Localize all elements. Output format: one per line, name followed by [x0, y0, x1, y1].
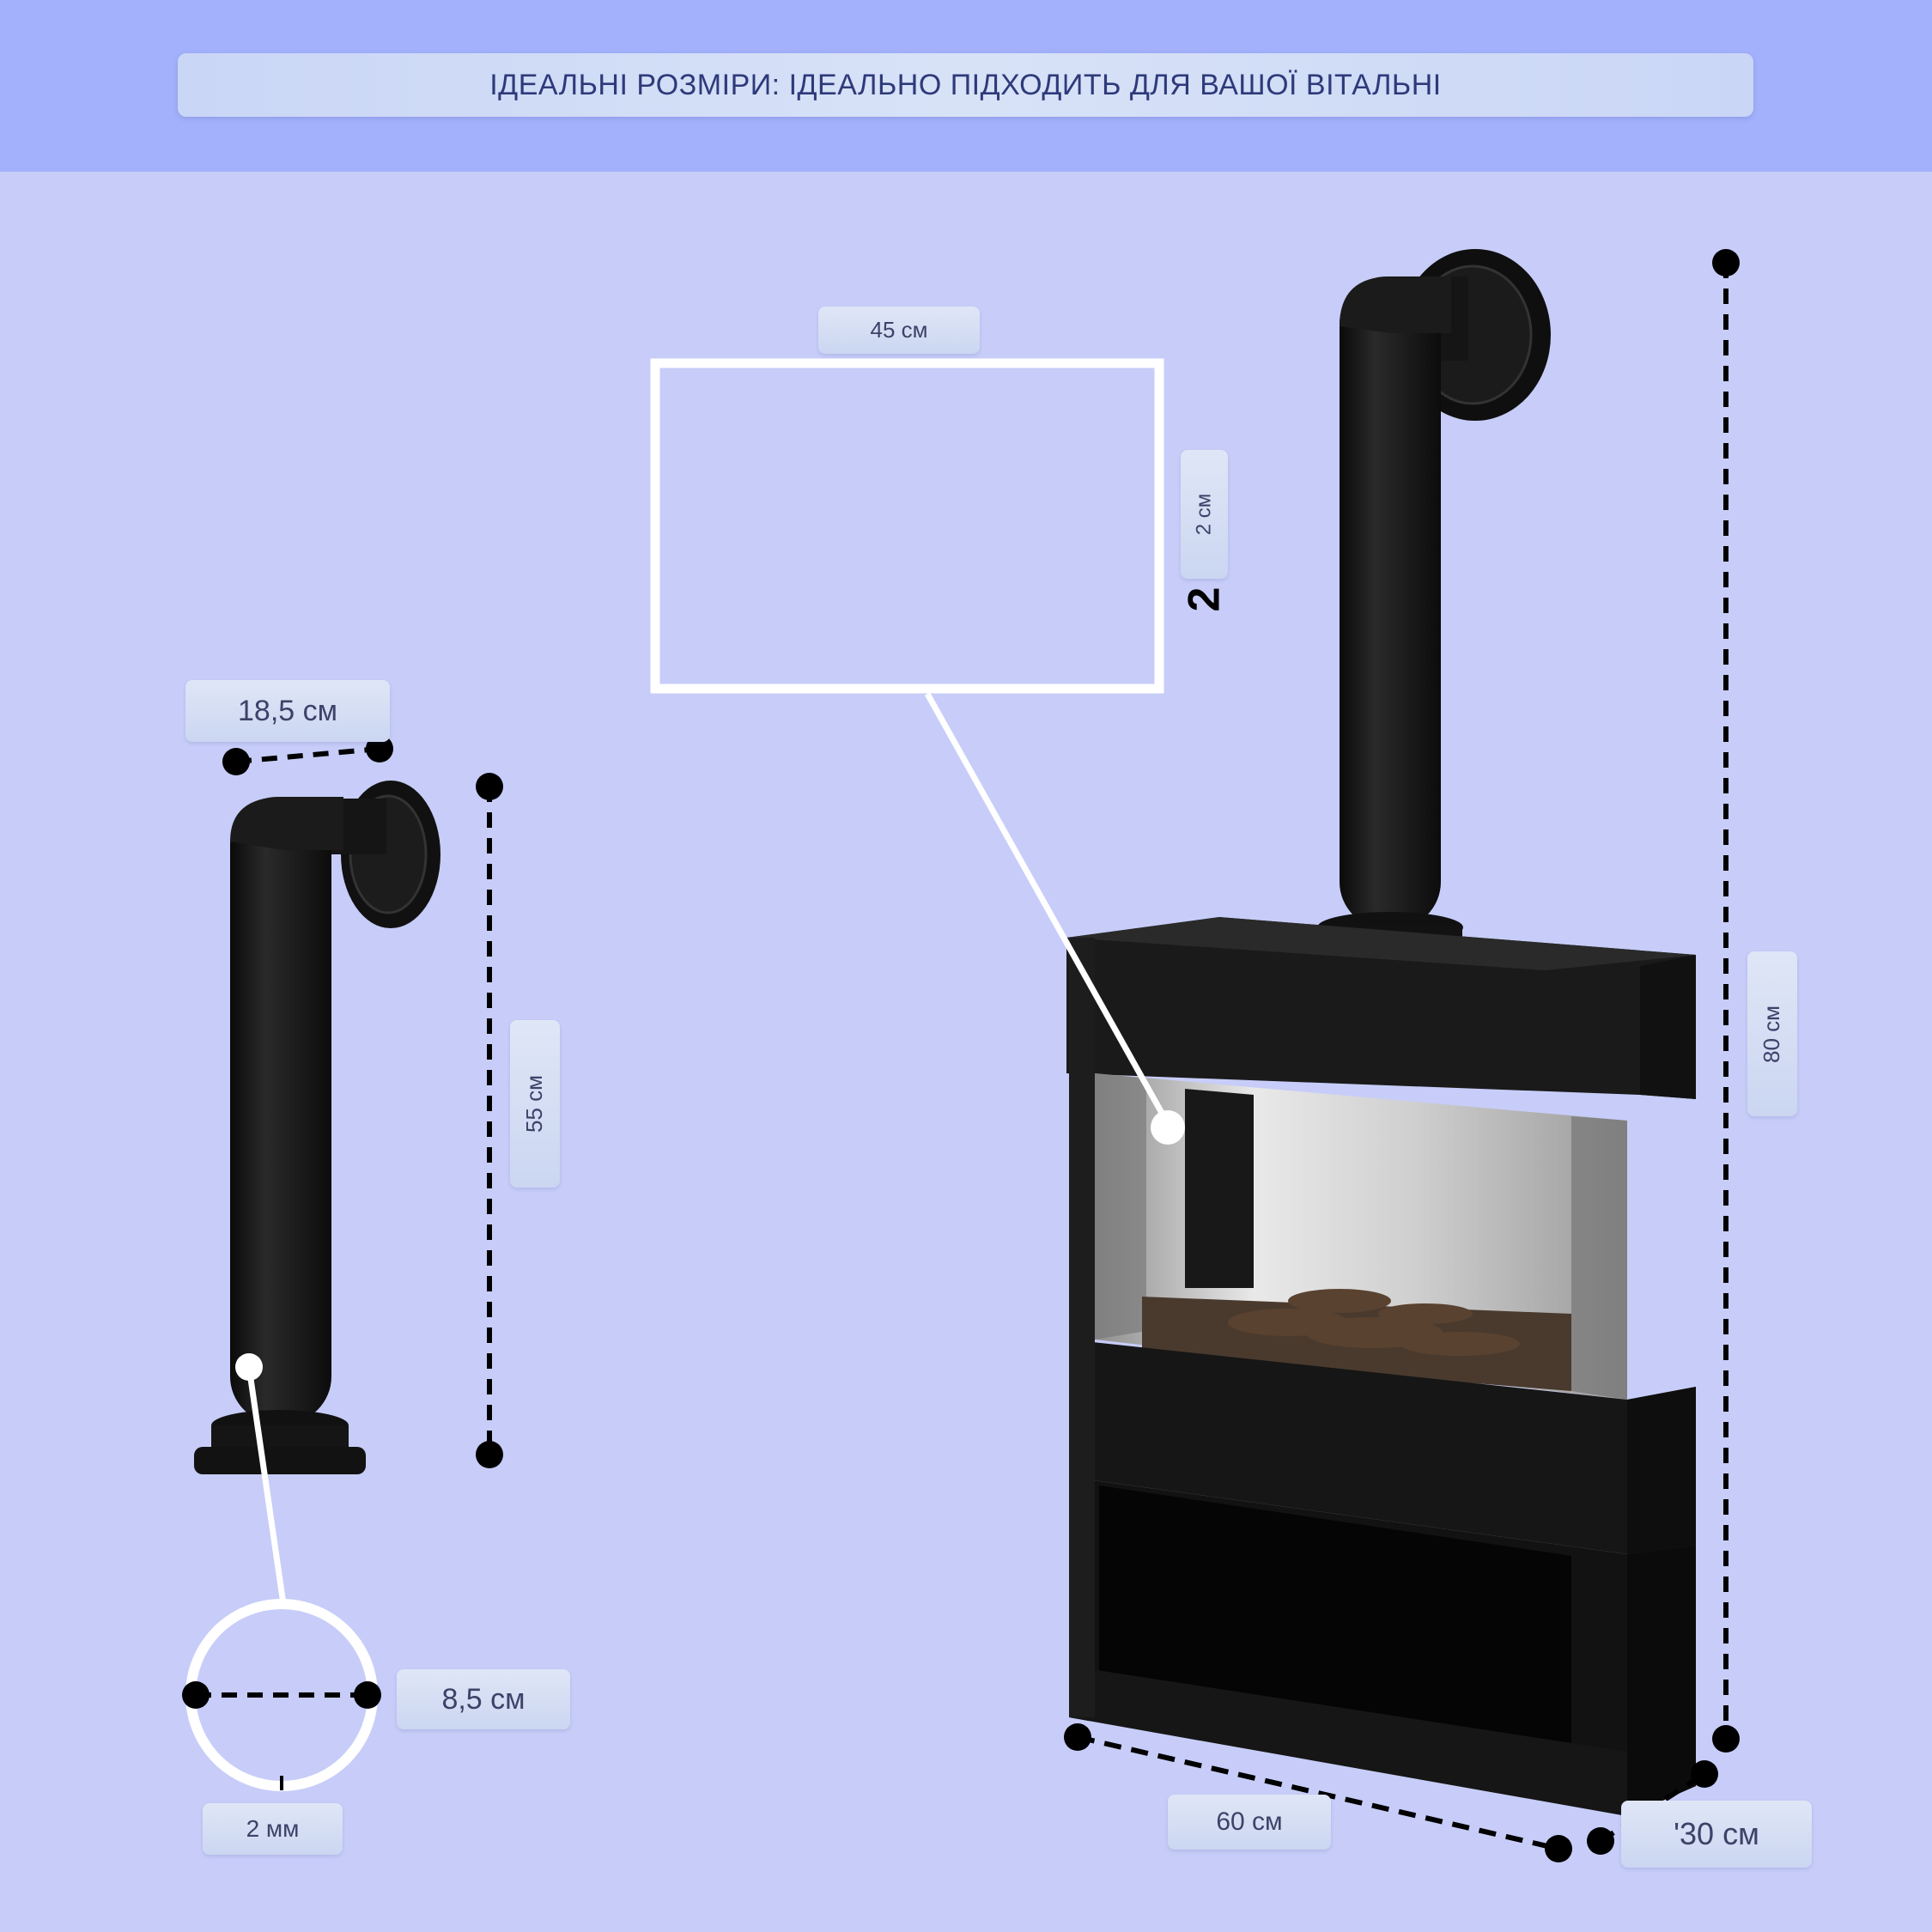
- fireplace-illustration: [1066, 249, 1696, 1816]
- screen-depth-label: 2 см: [1181, 450, 1228, 579]
- page-title-banner: ІДЕАЛЬНІ РОЗМІРИ: ІДЕАЛЬНО ПІДХОДИТЬ ДЛЯ…: [178, 53, 1753, 117]
- fireplace-width-label: 60 см: [1168, 1795, 1331, 1850]
- pipe-height-dimension-line: [476, 773, 503, 1468]
- chimney-pipe-illustration: [194, 781, 440, 1474]
- pipe-diameter-label: 8,5 см: [397, 1669, 570, 1729]
- screen-depth-marker: 2: [1178, 586, 1229, 612]
- screen-width-label: 45 см: [818, 307, 980, 354]
- screen-callout: [650, 358, 1185, 1145]
- pipe-height-label: 55 см: [510, 1020, 560, 1188]
- fireplace-depth-label: '30 см: [1621, 1801, 1812, 1868]
- firewood-logs: [1228, 1289, 1520, 1356]
- pipe-width-label: 18,5 см: [185, 680, 390, 742]
- fireplace-height-label: 80 см: [1747, 951, 1797, 1116]
- wall-thickness-label: 2 мм: [203, 1803, 343, 1855]
- fireplace-height-dimension-line: [1712, 249, 1740, 1753]
- pipe-width-dimension-line: [222, 735, 393, 775]
- fireplace-width-dimension-line: [1064, 1723, 1572, 1862]
- pipe-cross-section-callout: [182, 1353, 381, 1791]
